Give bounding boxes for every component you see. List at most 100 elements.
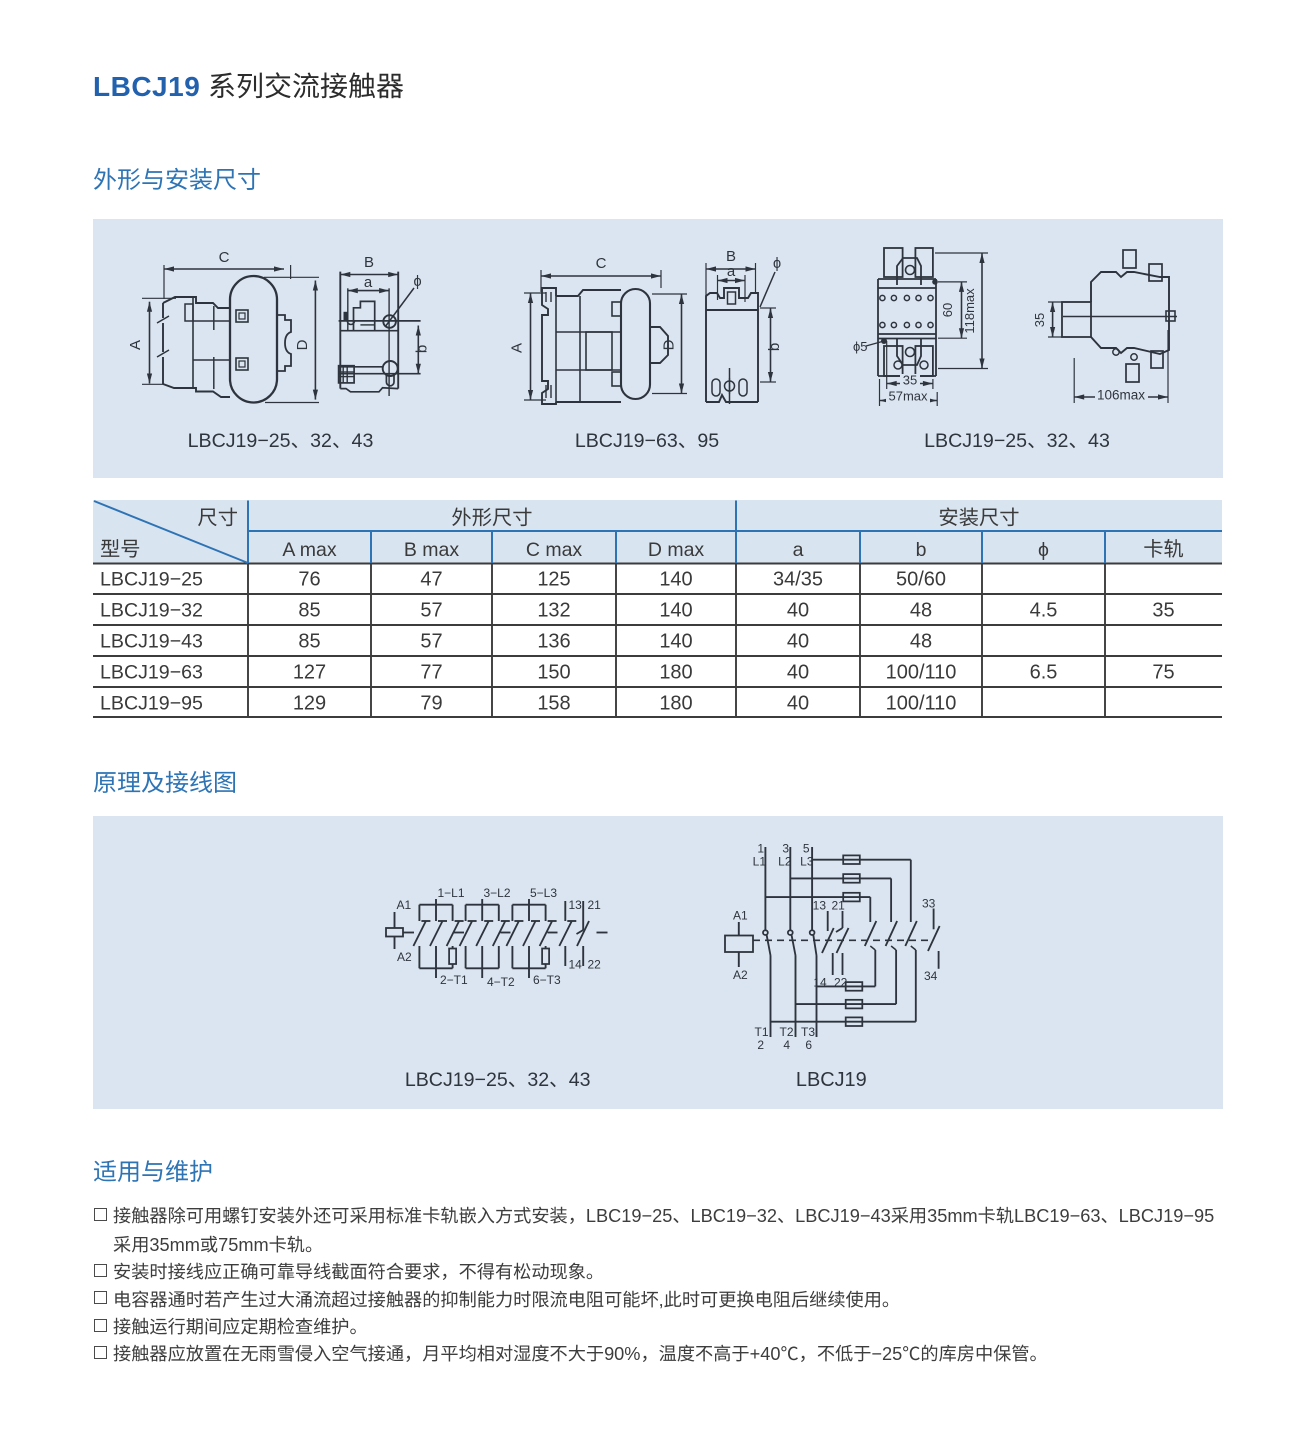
svg-text:B: B [726, 248, 736, 265]
svg-text:C: C [596, 255, 607, 272]
svg-text:L3: L3 [800, 855, 814, 869]
svg-text:5−L3: 5−L3 [530, 886, 557, 900]
svg-text:48: 48 [910, 631, 932, 653]
svg-text:35: 35 [1152, 600, 1174, 622]
svg-text:6: 6 [805, 1038, 812, 1052]
svg-text:158: 158 [537, 693, 570, 715]
svg-text:180: 180 [659, 693, 692, 715]
svg-text:100/110: 100/110 [886, 693, 957, 715]
svg-text:外形尺寸: 外形尺寸 [451, 501, 532, 531]
svg-text:卡轨: 卡轨 [1143, 538, 1184, 561]
svg-text:13: 13 [813, 899, 827, 913]
svg-text:106max: 106max [1097, 388, 1145, 403]
svg-text:1−L1: 1−L1 [438, 886, 465, 900]
svg-text:T3: T3 [801, 1025, 815, 1039]
svg-text:35: 35 [1032, 313, 1047, 327]
svg-text:14: 14 [813, 975, 827, 989]
svg-text:127: 127 [293, 662, 326, 684]
svg-text:6.5: 6.5 [1030, 662, 1058, 684]
svg-text:a: a [364, 274, 373, 291]
svg-text:60: 60 [940, 303, 955, 317]
svg-text:14: 14 [569, 958, 583, 972]
svg-text:D max: D max [648, 539, 705, 561]
svg-text:T2: T2 [779, 1025, 793, 1039]
svg-text:A2: A2 [733, 968, 748, 982]
svg-text:140: 140 [659, 631, 692, 653]
svg-text:LBCJ19−25、32、43: LBCJ19−25、32、43 [405, 1069, 591, 1091]
svg-text:ϕ: ϕ [413, 270, 421, 291]
svg-text:C: C [219, 249, 230, 266]
svg-text:T1: T1 [754, 1025, 768, 1039]
svg-text:2: 2 [757, 1038, 764, 1052]
svg-text:150: 150 [537, 662, 570, 684]
svg-text:a: a [727, 263, 736, 280]
svg-text:ϕ: ϕ [1038, 539, 1049, 561]
svg-text:A max: A max [282, 539, 336, 561]
svg-text:22: 22 [588, 958, 602, 972]
svg-text:6−T3: 6−T3 [533, 973, 561, 987]
svg-text:57max: 57max [888, 389, 928, 404]
svg-text:安装尺寸: 安装尺寸 [938, 501, 1019, 531]
svg-text:50/60: 50/60 [896, 569, 946, 591]
svg-text:5: 5 [803, 842, 810, 856]
svg-text:b: b [766, 343, 783, 351]
svg-text:34/35: 34/35 [773, 569, 823, 591]
svg-text:40: 40 [787, 631, 809, 653]
svg-text:1: 1 [757, 842, 764, 856]
svg-text:40: 40 [787, 600, 809, 622]
svg-text:33: 33 [922, 897, 936, 911]
svg-text:LBCJ19−32: LBCJ19−32 [100, 600, 203, 622]
svg-text:A: A [509, 343, 526, 353]
svg-text:77: 77 [420, 662, 442, 684]
svg-text:4.5: 4.5 [1030, 600, 1058, 622]
svg-text:a: a [793, 539, 804, 561]
svg-text:2−T1: 2−T1 [440, 973, 468, 987]
svg-text:A1: A1 [733, 909, 748, 923]
svg-text:40: 40 [787, 693, 809, 715]
svg-text:LBCJ19−25、32、43: LBCJ19−25、32、43 [924, 430, 1110, 452]
svg-text:B: B [364, 254, 374, 271]
svg-text:A: A [127, 340, 144, 350]
svg-text:尺寸: 尺寸 [197, 501, 238, 531]
svg-text:100/110: 100/110 [886, 662, 957, 684]
svg-text:57: 57 [420, 600, 442, 622]
svg-text:LBCJ19−25、32、43: LBCJ19−25、32、43 [188, 430, 374, 452]
svg-text:B max: B max [404, 539, 460, 561]
svg-text:48: 48 [910, 600, 932, 622]
svg-text:40: 40 [787, 662, 809, 684]
svg-text:76: 76 [298, 569, 320, 591]
svg-text:3−L2: 3−L2 [484, 886, 511, 900]
svg-text:21: 21 [832, 899, 846, 913]
svg-text:LBCJ19−25: LBCJ19−25 [100, 569, 203, 591]
svg-text:型号: 型号 [100, 532, 141, 562]
svg-text:85: 85 [298, 600, 320, 622]
svg-text:79: 79 [420, 693, 442, 715]
svg-text:57: 57 [420, 631, 442, 653]
svg-text:34: 34 [924, 969, 938, 983]
svg-text:ϕ5: ϕ5 [853, 339, 868, 354]
svg-text:132: 132 [537, 600, 570, 622]
svg-text:3: 3 [782, 842, 789, 856]
svg-text:21: 21 [588, 898, 602, 912]
svg-text:125: 125 [537, 569, 570, 591]
svg-text:75: 75 [1152, 662, 1174, 684]
svg-text:118max: 118max [962, 288, 977, 334]
svg-text:47: 47 [420, 569, 442, 591]
svg-text:LBCJ19−43: LBCJ19−43 [100, 631, 203, 653]
svg-text:b: b [414, 345, 431, 353]
svg-text:4−T2: 4−T2 [487, 975, 515, 989]
svg-text:L2: L2 [778, 855, 792, 869]
svg-text:C max: C max [526, 539, 583, 561]
svg-text:140: 140 [659, 600, 692, 622]
svg-text:b: b [916, 539, 927, 561]
svg-text:4: 4 [783, 1038, 790, 1052]
svg-text:D: D [294, 339, 311, 350]
svg-text:A2: A2 [397, 950, 412, 964]
svg-text:129: 129 [293, 693, 326, 715]
svg-text:180: 180 [659, 662, 692, 684]
svg-text:LBCJ19−95: LBCJ19−95 [100, 693, 203, 715]
svg-text:D: D [661, 339, 678, 350]
svg-text:L1: L1 [753, 855, 767, 869]
svg-text:LBCJ19−63: LBCJ19−63 [100, 662, 203, 684]
svg-text:ϕ: ϕ [773, 252, 781, 273]
